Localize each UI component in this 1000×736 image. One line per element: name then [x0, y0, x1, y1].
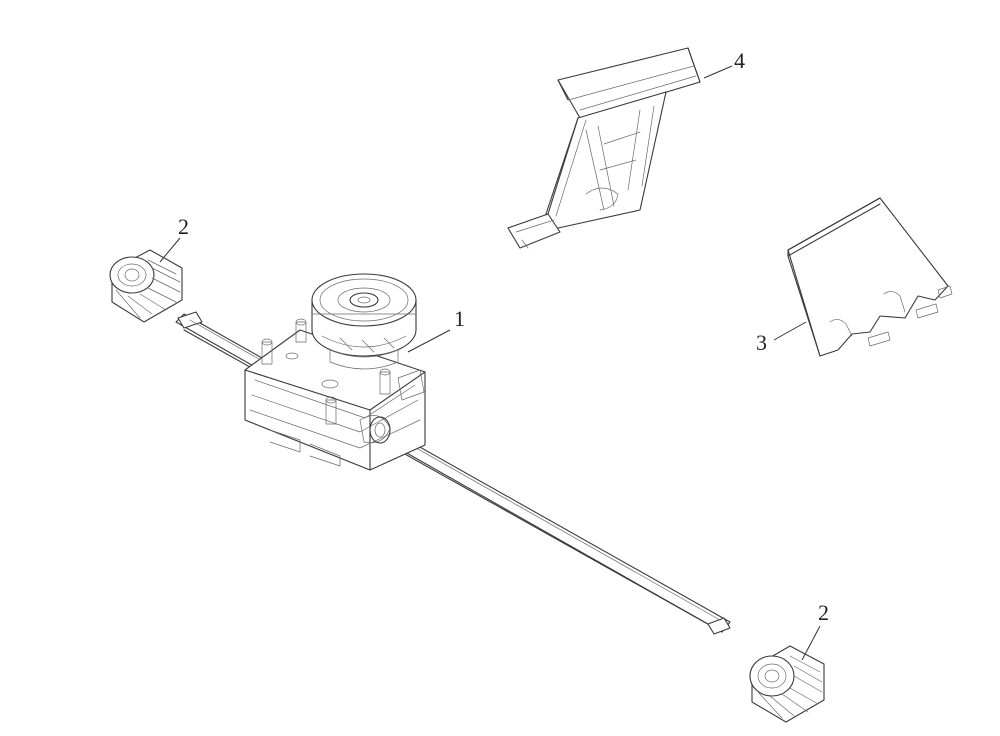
leader-line-3: [773, 321, 807, 341]
callout-3: 3: [756, 330, 767, 355]
callout-2-lower: 2: [818, 600, 829, 625]
leader-line-2a: [159, 237, 181, 263]
leader-line-2b: [801, 625, 821, 661]
pinion-gear-upper: [109, 249, 183, 323]
pinion-gear-lower: [749, 645, 825, 723]
bracket: [507, 47, 701, 249]
leader-line-1: [407, 329, 451, 353]
callout-2-upper: 2: [178, 214, 189, 239]
callout-1: 1: [454, 306, 465, 331]
gearbox-housing: [244, 318, 426, 471]
pulley: [311, 273, 417, 370]
callout-4: 4: [734, 48, 745, 73]
leader-line-4: [703, 65, 733, 79]
cover-plate: [787, 197, 953, 357]
gearbox-with-axle: [175, 273, 731, 635]
